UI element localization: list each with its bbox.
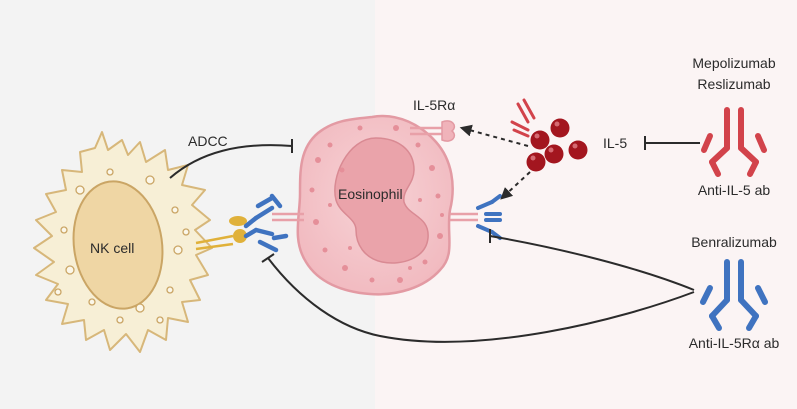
nk-cell	[33, 131, 247, 353]
il5ra-receptor-left	[272, 212, 304, 222]
anti-il5-antibody	[701, 107, 767, 177]
il5ra-receptor-right	[450, 212, 478, 222]
eosinophil-nucleus	[334, 137, 429, 264]
arrow-to-il5ra-top	[459, 124, 529, 147]
il5ra-receptor-top	[410, 120, 456, 142]
eosinophil-cell	[272, 114, 478, 296]
benralizumab-nk-inhibition	[267, 257, 695, 343]
eosinophil-label: Eosinophil	[338, 186, 403, 202]
il5ra-label: IL-5Rα	[413, 97, 456, 113]
benralizumab-receptor-inhibition	[489, 235, 695, 291]
anti-il5ra-antibody	[700, 259, 768, 331]
adcc-inhibition	[169, 144, 293, 179]
anti-il5ra-ab-label: Anti-IL-5Rα ab	[688, 335, 780, 351]
nk-cell-nucleus	[72, 180, 164, 310]
arrow-to-il5ra-right	[500, 171, 531, 200]
il5-antibody-complex	[510, 98, 536, 138]
reslizumab-label: Reslizumab	[697, 76, 771, 92]
bound-antibody-left	[243, 193, 289, 253]
anti-il5-ab-label: Anti-IL-5 ab	[697, 182, 771, 198]
il5-cytokine-cluster	[526, 118, 588, 172]
nk-cell-granules	[54, 168, 190, 324]
inhibition-lines	[169, 136, 700, 343]
il5-label: IL-5	[603, 135, 628, 151]
fc-receptor	[195, 216, 247, 251]
nk-cell-label: NK cell	[90, 240, 135, 256]
eosinophil-granules	[309, 125, 444, 283]
adcc-label: ADCC	[188, 133, 228, 149]
benralizumab-label: Benralizumab	[691, 234, 777, 250]
mepolizumab-label: Mepolizumab	[692, 55, 776, 71]
